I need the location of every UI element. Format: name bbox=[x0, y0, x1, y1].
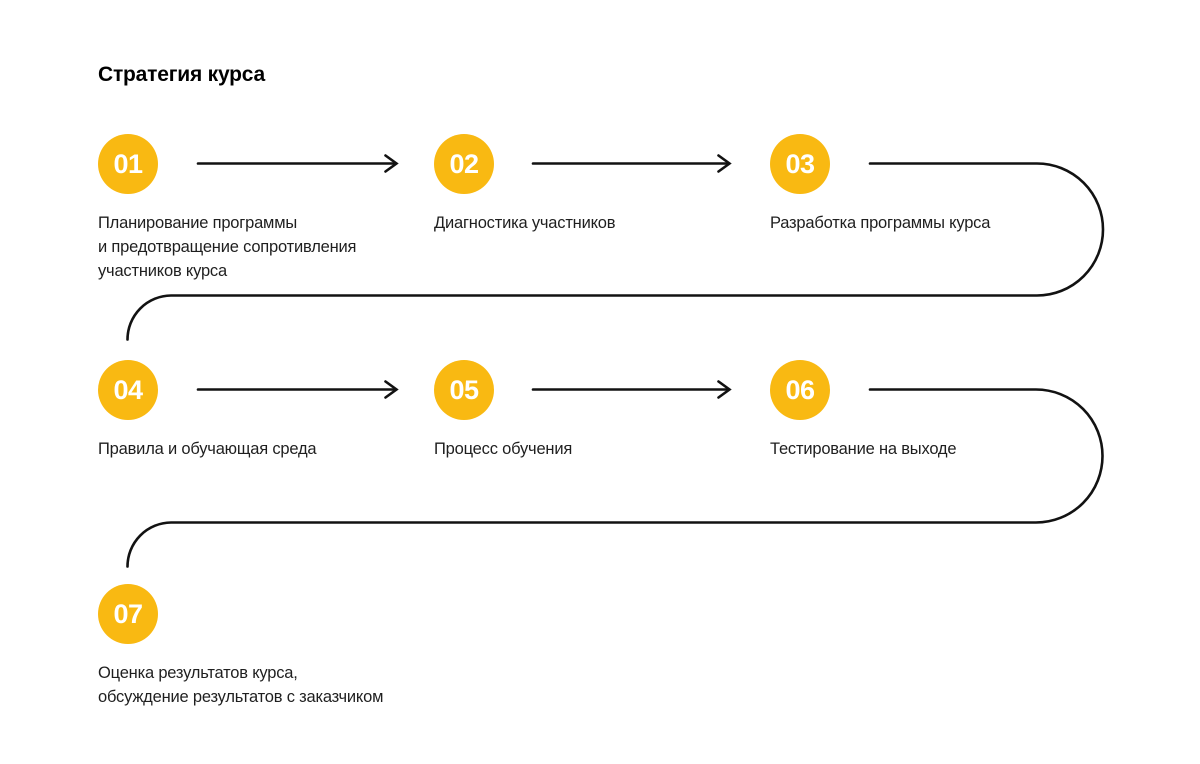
step-06: 06 Тестирование на выходе bbox=[770, 360, 1110, 461]
step-03-number: 03 bbox=[785, 148, 815, 179]
step-01-label: Планирование программы и предотвращение … bbox=[98, 214, 357, 280]
step-03-label: Разработка программы курса bbox=[770, 214, 991, 232]
step-01-badge: 01 bbox=[98, 134, 158, 194]
step-03: 03 Разработка программы курса bbox=[770, 134, 1110, 235]
step-04-number: 04 bbox=[113, 374, 143, 405]
step-03-badge: 03 bbox=[770, 134, 830, 194]
step-05-number: 05 bbox=[449, 374, 479, 405]
step-07-badge: 07 bbox=[98, 584, 158, 644]
step-05-label: Процесс обучения bbox=[434, 440, 573, 458]
step-02-badge: 02 bbox=[434, 134, 494, 194]
step-04: 04 Правила и обучающая среда bbox=[98, 360, 438, 461]
step-04-badge: 04 bbox=[98, 360, 158, 420]
step-01: 01 Планирование программы и предотвращен… bbox=[98, 134, 438, 283]
step-06-number: 06 bbox=[785, 374, 815, 405]
step-06-badge: 06 bbox=[770, 360, 830, 420]
step-02-label: Диагностика участников bbox=[434, 214, 616, 232]
step-01-number: 01 bbox=[113, 148, 143, 179]
step-07: 07 Оценка результатов курса, обсуждение … bbox=[98, 584, 438, 709]
step-06-label: Тестирование на выходе bbox=[770, 440, 957, 458]
step-07-number: 07 bbox=[113, 598, 143, 629]
step-04-label: Правила и обучающая среда bbox=[98, 440, 317, 458]
step-05-badge: 05 bbox=[434, 360, 494, 420]
step-02-number: 02 bbox=[449, 148, 479, 179]
step-02: 02 Диагностика участников bbox=[434, 134, 774, 235]
step-07-label: Оценка результатов курса, обсуждение рез… bbox=[98, 664, 384, 706]
step-05: 05 Процесс обучения bbox=[434, 360, 774, 461]
page-title: Стратегия курса bbox=[98, 63, 266, 86]
